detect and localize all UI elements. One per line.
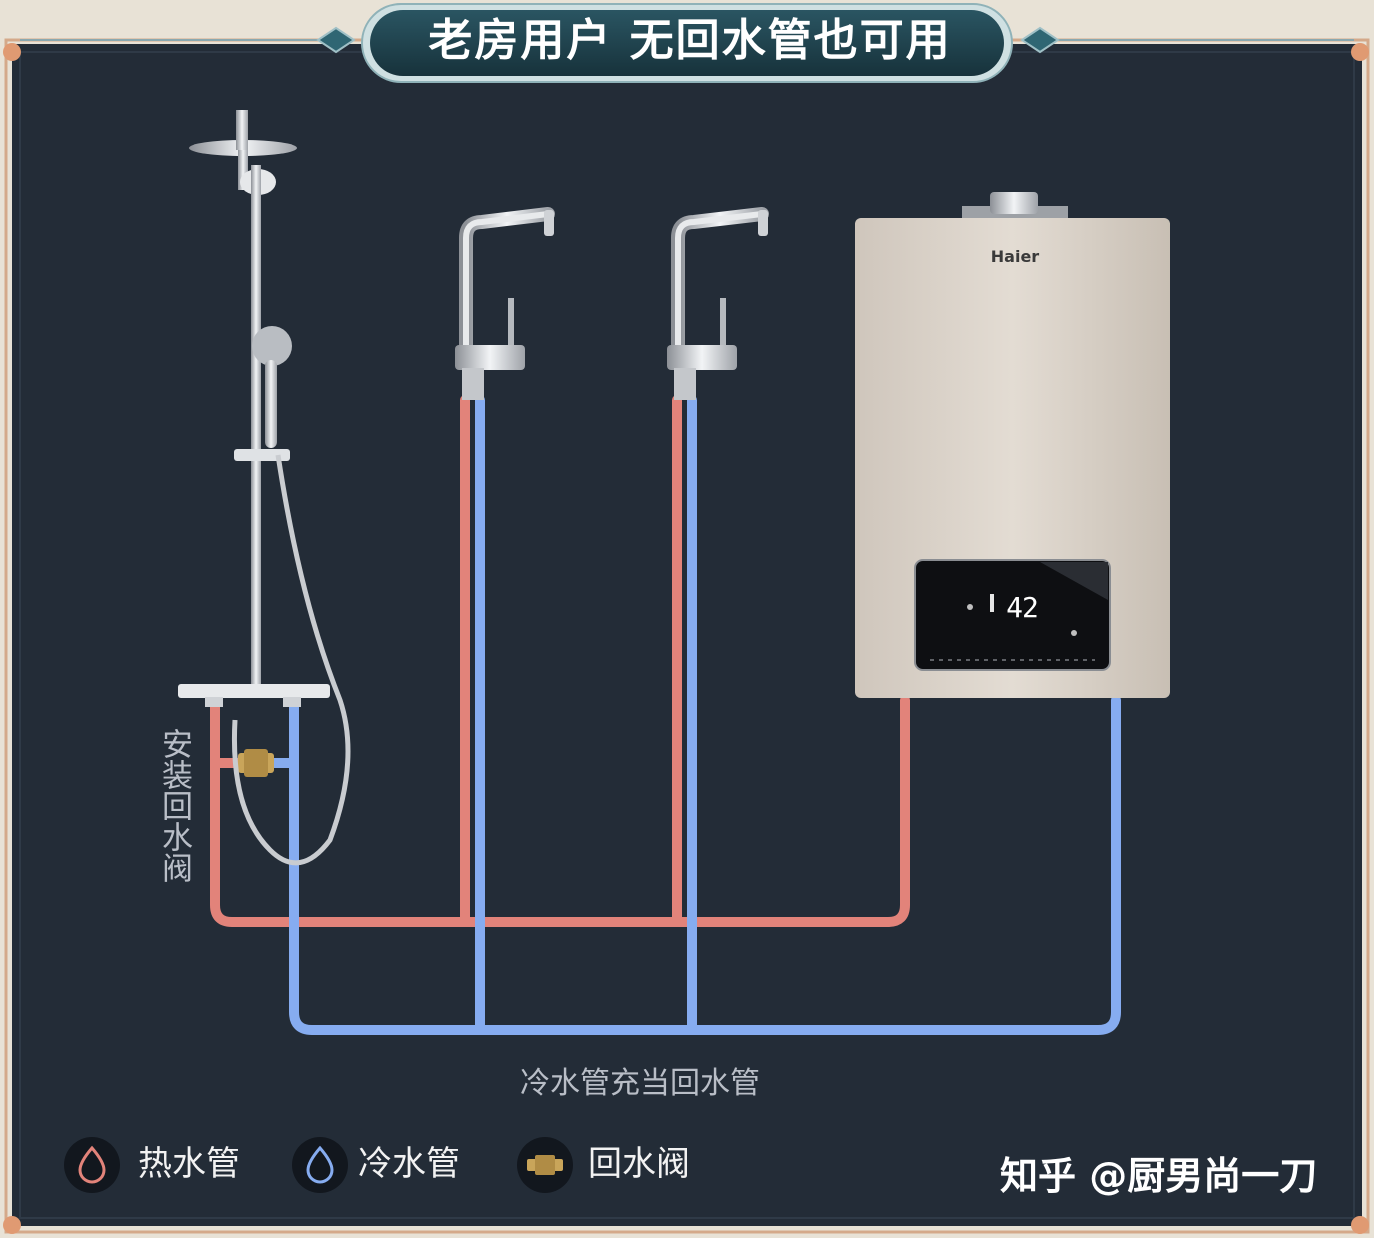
temperature-readout: 42	[1006, 591, 1039, 624]
mixer-valve-bar	[178, 684, 330, 698]
pipe-caption: 冷水管充当回水管	[520, 1066, 760, 1101]
corner-ornament-tl	[3, 43, 21, 61]
corner-ornament-br	[1351, 1216, 1369, 1234]
display-glare	[1040, 562, 1108, 600]
corner-ornament-tr	[1351, 43, 1369, 61]
cold-water-drop-icon	[292, 1137, 348, 1193]
valve-label: 安装回水阀	[156, 728, 192, 883]
page-title: 老房用户 无回水管也可用	[428, 15, 952, 66]
hot-water-drop-icon	[64, 1137, 120, 1193]
corner-ornament-bl	[3, 1216, 21, 1234]
shower-system	[178, 110, 351, 866]
faucet-2	[667, 207, 769, 400]
heater-brand-logo: Haier	[990, 247, 1040, 266]
return-valve	[238, 749, 274, 777]
title-diamond-right	[1020, 26, 1060, 54]
title-diamond-left	[316, 26, 356, 54]
shower-hose	[231, 454, 351, 866]
cold-water-pipes	[265, 395, 1121, 1035]
heater-flue	[990, 192, 1038, 214]
cold-pipe-main	[289, 695, 1121, 1035]
watermark: 知乎 @厨男尚一刀	[1000, 1154, 1318, 1198]
return-valve-icon	[517, 1137, 573, 1193]
legend-hot-label: 热水管	[138, 1144, 240, 1184]
faucet-1	[455, 207, 555, 400]
shower-rod	[251, 165, 261, 685]
title-plate	[370, 10, 1004, 76]
heater-display-panel	[914, 559, 1111, 671]
legend-valve-label: 回水阀	[588, 1144, 690, 1184]
legend-cold-label: 冷水管	[358, 1144, 460, 1184]
hot-pipe-main	[210, 695, 910, 927]
water-heater	[855, 192, 1170, 698]
hand-shower-head	[252, 326, 292, 366]
